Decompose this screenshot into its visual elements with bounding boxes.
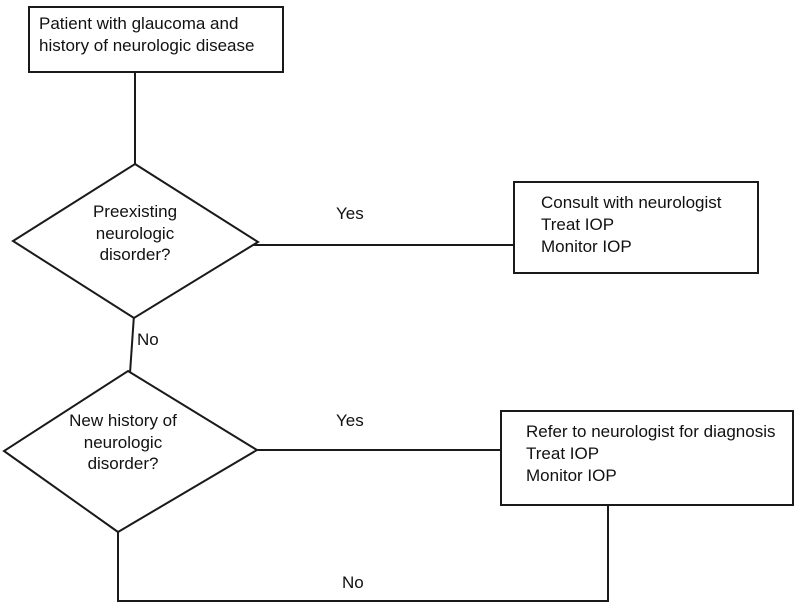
start-node: Patient with glaucoma and history of neu… <box>28 6 284 73</box>
decision-new-history-text: disorder? <box>87 454 159 473</box>
outcome-refer-text: Monitor IOP <box>526 466 617 485</box>
outcome-refer-text: Treat IOP <box>526 444 600 463</box>
start-node-text: Patient with glaucoma and <box>39 14 239 33</box>
decision-preexisting-text: Preexisting <box>92 202 178 221</box>
edge-label-yes-2: Yes <box>336 411 364 430</box>
start-node-text: history of neurologic disease <box>39 36 255 55</box>
outcome-consult-node: Consult with neurologist Treat IOP Monit… <box>513 181 759 274</box>
decision-new-history-text: New history of <box>69 411 177 430</box>
outcome-refer-text: Refer to neurologist for diagnosis <box>526 422 776 441</box>
decision-preexisting-text: disorder? <box>99 245 171 264</box>
edge-label-no-1: No <box>137 330 159 349</box>
decision-preexisting-diamond <box>11 162 260 320</box>
outcome-refer-node: Refer to neurologist for diagnosis Treat… <box>500 410 794 506</box>
decision-preexisting-text: neurologic <box>95 223 175 243</box>
decision-preexisting-label: Preexisting neurologic disorder? <box>35 201 235 266</box>
decision-new-history-label: New history of neurologic disorder? <box>23 410 223 475</box>
decision-new-history-text: neurologic <box>83 432 163 452</box>
edge-label-no-2: No <box>342 573 364 592</box>
edge-label-yes-1: Yes <box>336 204 364 223</box>
connector-decision1-no <box>129 314 135 374</box>
outcome-consult-text: Consult with neurologist <box>541 193 722 212</box>
outcome-consult-text: Monitor IOP <box>541 237 632 256</box>
outcome-consult-text: Treat IOP <box>541 215 615 234</box>
decision-new-history-diamond <box>2 369 259 534</box>
